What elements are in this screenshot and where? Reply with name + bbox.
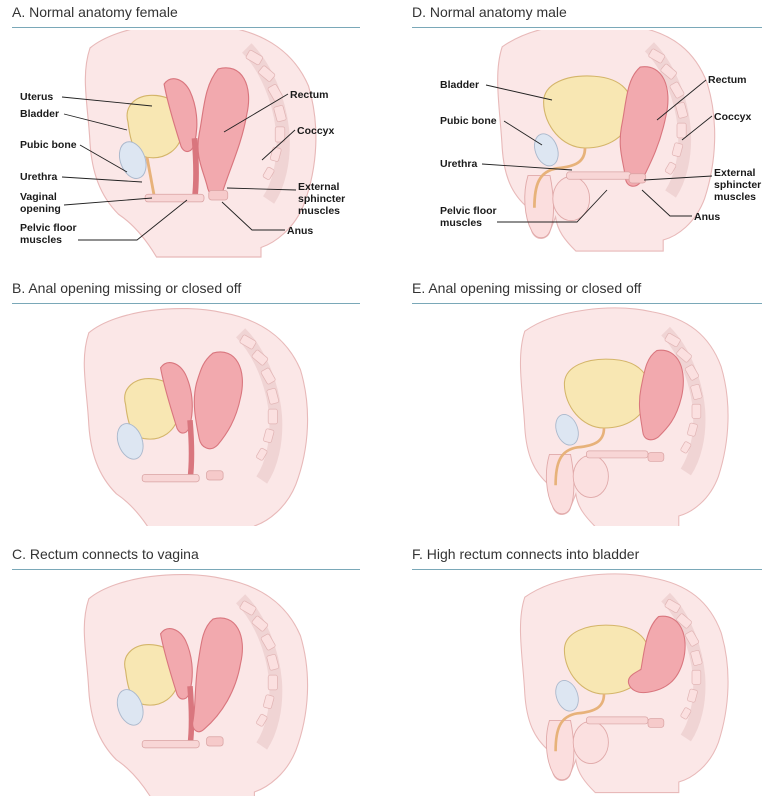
male-anomaly-diagram — [412, 306, 762, 526]
label-vaginal-opening: opening — [20, 203, 61, 215]
rectum-shape — [619, 66, 669, 187]
label-rectum: Rectum — [708, 74, 747, 86]
pubic-bone-shape — [555, 680, 579, 712]
male-anatomy-diagram: Bladder Pubic bone Urethra Pelvic floor … — [440, 30, 761, 260]
rectum-shape — [193, 351, 243, 450]
female-anomaly-diagram — [12, 306, 360, 526]
panel-f: F. High rectum connects into bladder — [412, 546, 762, 796]
label-external-sphincter: muscles — [714, 191, 756, 203]
panel-a: A. Normal anatomy female Uterus Bladder … — [12, 4, 360, 259]
leader-lines — [61, 93, 297, 241]
panel-b: B. Anal opening missing or closed off — [12, 280, 360, 525]
pubic-bone-shape — [116, 689, 144, 726]
panel-e: E. Anal opening missing or closed off — [412, 280, 762, 525]
label-external-sphincter: sphincter — [714, 179, 761, 191]
panel-title: B. Anal opening missing or closed off — [12, 280, 242, 296]
label-pelvic-floor: muscles — [20, 234, 62, 246]
rectum-shape — [627, 615, 686, 694]
label-anus: Anus — [694, 211, 720, 223]
label-pelvic-floor: Pelvic floor — [20, 222, 77, 234]
label-pelvic-floor: Pelvic floor — [440, 205, 497, 217]
pubic-bone-shape — [555, 414, 579, 446]
panel-title: F. High rectum connects into bladder — [412, 546, 640, 562]
male-anomaly-diagram — [412, 572, 762, 796]
label-coccyx: Coccyx — [714, 111, 752, 123]
label-bladder: Bladder — [440, 79, 479, 91]
label-urethra: Urethra — [440, 158, 478, 170]
rectum-shape — [192, 617, 243, 733]
label-urethra: Urethra — [20, 171, 58, 183]
rectum-shape — [638, 349, 684, 441]
label-external-sphincter: muscles — [298, 205, 340, 217]
panel-title: C. Rectum connects to vagina — [12, 546, 199, 562]
pubic-bone-shape — [116, 423, 144, 460]
label-external-sphincter: External — [714, 167, 756, 179]
pubic-bone-shape — [534, 133, 559, 167]
label-vaginal-opening: Vaginal — [20, 191, 57, 203]
panel-divider — [412, 569, 762, 570]
label-uterus: Uterus — [20, 91, 53, 103]
panel-c: C. Rectum connects to vagina — [12, 546, 360, 796]
leader-lines — [481, 79, 713, 223]
female-anatomy-diagram: Uterus Bladder Pubic bone Urethra Vagina… — [20, 30, 345, 260]
label-anus: Anus — [287, 225, 313, 237]
panel-divider — [12, 27, 360, 28]
label-external-sphincter: External — [298, 181, 340, 193]
label-pubic-bone: Pubic bone — [20, 139, 77, 151]
panel-divider — [412, 303, 762, 304]
label-pubic-bone: Pubic bone — [440, 115, 497, 127]
label-bladder: Bladder — [20, 108, 59, 120]
label-rectum: Rectum — [290, 89, 329, 101]
panel-d: D. Normal anatomy male Bladder Pubic bon… — [412, 4, 762, 259]
pubic-bone-shape — [118, 141, 147, 179]
panel-title: A. Normal anatomy female — [12, 4, 178, 20]
panel-divider — [12, 569, 360, 570]
label-pelvic-floor: muscles — [440, 217, 482, 229]
label-coccyx: Coccyx — [297, 125, 335, 137]
panel-title: E. Anal opening missing or closed off — [412, 280, 642, 296]
panel-divider — [12, 303, 360, 304]
panel-divider — [412, 27, 762, 28]
panel-title: D. Normal anatomy male — [412, 4, 567, 20]
label-external-sphincter: sphincter — [298, 193, 345, 205]
female-anomaly-diagram — [12, 572, 360, 796]
